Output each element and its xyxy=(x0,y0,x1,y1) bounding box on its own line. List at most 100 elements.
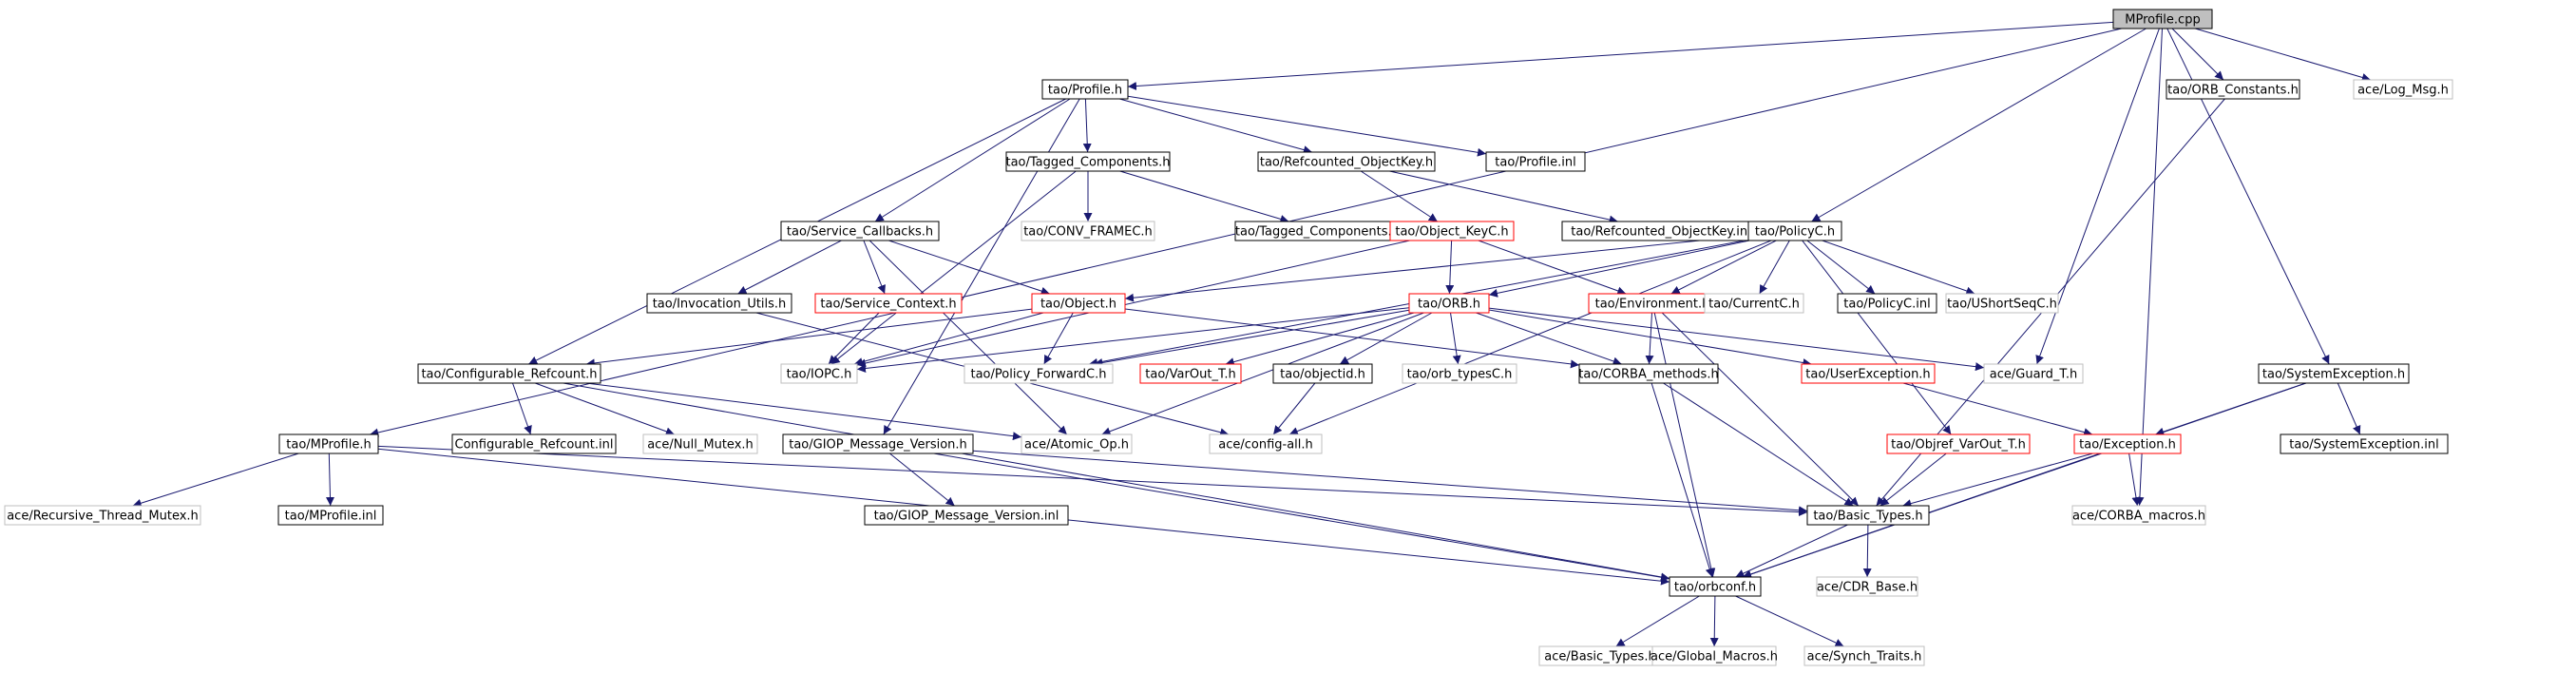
node-orb-typesc-h[interactable]: tao/orb_typesC.h xyxy=(1402,363,1517,384)
node-objectid-h[interactable]: tao/objectid.h xyxy=(1272,363,1373,384)
node-mprofile-inl[interactable]: tao/MProfile.inl xyxy=(277,505,384,526)
edge-policyc_h-to-environment_h xyxy=(1670,240,1777,295)
node-box xyxy=(1257,151,1436,172)
node-service-callbacks-h[interactable]: tao/Service_Callbacks.h xyxy=(780,221,940,241)
node-profile-h[interactable]: tao/Profile.h xyxy=(1041,79,1129,100)
node-label: tao/objectid.h xyxy=(1280,368,1365,382)
node-tagged-components-inl[interactable]: tao/Tagged_Components.inl xyxy=(1234,221,1407,241)
node-basic-types-tao-h[interactable]: tao/Basic_Types.h xyxy=(1806,505,1930,526)
node-synch-traits-h[interactable]: ace/Synch_Traits.h xyxy=(1803,645,1925,666)
node-giop-message-version-inl[interactable]: tao/GIOP_Message_Version.inl xyxy=(864,505,1069,526)
node-giop-message-version-h[interactable]: tao/GIOP_Message_Version.h xyxy=(782,433,974,454)
edge-profile_h-to-giop_message_version_h xyxy=(883,98,1080,435)
edge-policyc_h-to-currentc_h xyxy=(1759,240,1790,295)
node-label: tao/Policy_ForwardC.h xyxy=(970,368,1106,382)
edge-object_keyc_h-to-environment_h xyxy=(1478,240,1627,296)
node-basic-types-ace-h[interactable]: ace/Basic_Types.h xyxy=(1538,645,1662,666)
node-box xyxy=(1669,576,1762,597)
node-label: tao/Object_KeyC.h xyxy=(1395,225,1508,240)
edge-object_h-to-iopc_h xyxy=(853,312,1044,366)
node-box xyxy=(1408,293,1490,314)
node-profile-inl[interactable]: tao/Profile.inl xyxy=(1485,151,1586,172)
node-box xyxy=(1578,363,1719,384)
node-orb-h[interactable]: tao/ORB.h xyxy=(1408,293,1490,314)
node-label: tao/SystemException.h xyxy=(2262,368,2405,382)
node-box xyxy=(964,363,1114,384)
edge-service_callbacks_h-to-invocation_utils_h xyxy=(737,240,842,295)
node-invocation-utils-h[interactable]: tao/Invocation_Utils.h xyxy=(646,293,792,314)
edge-mprofile_h-to-mprofile_inl xyxy=(325,453,334,507)
node-label: tao/Service_Callbacks.h xyxy=(787,225,933,240)
edge-object_h-to-configurable_refcount_h xyxy=(585,308,1033,368)
node-policyc-inl[interactable]: tao/PolicyC.inl xyxy=(1837,293,1937,314)
node-refcounted-objectkey-inl[interactable]: tao/Refcounted_ObjectKey.inl xyxy=(1561,221,1761,241)
node-box xyxy=(2258,363,2410,384)
node-box xyxy=(451,433,617,454)
node-recursive-thread-mutex-h[interactable]: ace/Recursive_Thread_Mutex.h xyxy=(4,505,201,526)
node-box xyxy=(277,505,384,526)
node-box xyxy=(1005,151,1171,172)
node-label: tao/ORB_Constants.h xyxy=(2167,84,2299,98)
node-label: tao/orb_typesC.h xyxy=(1407,368,1513,382)
node-mprofile-cpp[interactable]: MProfile.cpp xyxy=(2112,9,2213,29)
edge-giop_message_version_h-to-giop_message_version_inl xyxy=(889,453,955,507)
node-label: tao/Service_Context.h xyxy=(820,298,956,312)
node-atomic-op-h[interactable]: ace/Atomic_Op.h xyxy=(1021,433,1133,454)
node-corba-macros-h[interactable]: ace/CORBA_macros.h xyxy=(2071,505,2206,526)
node-objref-varout-t-h[interactable]: tao/Objref_VarOut_T.h xyxy=(1886,433,2031,454)
edge-objectid_h-to-config_all_h xyxy=(1272,382,1316,435)
node-box xyxy=(780,363,858,384)
edge-refcounted_objectkey_h-to-refcounted_objectkey_inl xyxy=(1389,170,1618,224)
node-orbconf-h[interactable]: tao/orbconf.h xyxy=(1669,576,1762,597)
node-corba-methods-h[interactable]: tao/CORBA_methods.h xyxy=(1578,363,1719,384)
node-orb-constants-h[interactable]: tao/ORB_Constants.h xyxy=(2166,79,2300,100)
node-object-keyc-h[interactable]: tao/Object_KeyC.h xyxy=(1389,221,1515,241)
node-cdr-base-h[interactable]: ace/CDR_Base.h xyxy=(1816,576,1918,597)
node-configurable-refcount-inl[interactable]: Configurable_Refcount.inl xyxy=(451,433,617,454)
node-varout-t-h[interactable]: tao/VarOut_T.h xyxy=(1139,363,1242,384)
node-box xyxy=(2353,79,2453,100)
node-label: tao/PolicyC.h xyxy=(1755,225,1835,240)
edge-objref_varout_t_h-to-basic_types_tao_h xyxy=(1880,453,1947,507)
node-policy-forwardc-h[interactable]: tao/Policy_ForwardC.h xyxy=(964,363,1114,384)
edge-service_callbacks_h-to-atomic_op_h xyxy=(868,240,1068,435)
node-log-msg-h[interactable]: ace/Log_Msg.h xyxy=(2353,79,2453,100)
edge-environment_h-to-orbconf_h xyxy=(1653,312,1716,578)
node-refcounted-objectkey-h[interactable]: tao/Refcounted_ObjectKey.h xyxy=(1257,151,1436,172)
node-global-macros-h[interactable]: ace/Global_Macros.h xyxy=(1651,645,1778,666)
node-service-context-h[interactable]: tao/Service_Context.h xyxy=(814,293,963,314)
node-userexception-h[interactable]: tao/UserException.h xyxy=(1801,363,1936,384)
node-guard-t-h[interactable]: ace/Guard_T.h xyxy=(1983,363,2084,384)
node-label: ace/Recursive_Thread_Mutex.h xyxy=(7,510,199,524)
node-box xyxy=(278,433,379,454)
node-label: tao/CONV_FRAMEC.h xyxy=(1023,225,1153,240)
node-ushortseqc-h[interactable]: tao/UShortSeqC.h xyxy=(1945,293,2059,314)
node-configurable-refcount-h[interactable]: tao/Configurable_Refcount.h xyxy=(417,363,601,384)
node-label: tao/PolicyC.inl xyxy=(1843,298,1930,312)
node-label: tao/Object.h xyxy=(1040,298,1116,312)
edge-policyc_h-to-policyc_inl xyxy=(1806,240,1876,295)
node-conv-framec-h[interactable]: tao/CONV_FRAMEC.h xyxy=(1021,221,1155,241)
node-config-all-h[interactable]: ace/config-all.h xyxy=(1209,433,1323,454)
node-box xyxy=(1139,363,1242,384)
node-box xyxy=(1801,363,1936,384)
node-exception-h[interactable]: tao/Exception.h xyxy=(2073,433,2182,454)
node-iopc-h[interactable]: tao/IOPC.h xyxy=(780,363,858,384)
node-currentc-h[interactable]: tao/CurrentC.h xyxy=(1704,293,1804,314)
node-systemexception-inl[interactable]: tao/SystemException.inl xyxy=(2280,433,2449,454)
node-label: tao/SystemException.inl xyxy=(2289,438,2438,453)
node-label: tao/VarOut_T.h xyxy=(1145,368,1235,382)
edge-profile_h-to-profile_inl xyxy=(1127,95,1487,157)
node-label: tao/Configurable_Refcount.h xyxy=(421,368,597,382)
node-object-h[interactable]: tao/Object.h xyxy=(1031,293,1126,314)
node-policyc-h[interactable]: tao/PolicyC.h xyxy=(1747,221,1842,241)
node-systemexception-h[interactable]: tao/SystemException.h xyxy=(2258,363,2410,384)
node-mprofile-h[interactable]: tao/MProfile.h xyxy=(278,433,379,454)
node-environment-h[interactable]: tao/Environment.h xyxy=(1588,293,1717,314)
node-box xyxy=(2166,79,2300,100)
edge-exception_h-to-basic_types_tao_h xyxy=(1902,453,2093,508)
node-label: tao/Environment.h xyxy=(1595,298,1710,312)
node-tagged-components-h[interactable]: tao/Tagged_Components.h xyxy=(1005,151,1171,172)
node-null-mutex-h[interactable]: ace/Null_Mutex.h xyxy=(642,433,758,454)
